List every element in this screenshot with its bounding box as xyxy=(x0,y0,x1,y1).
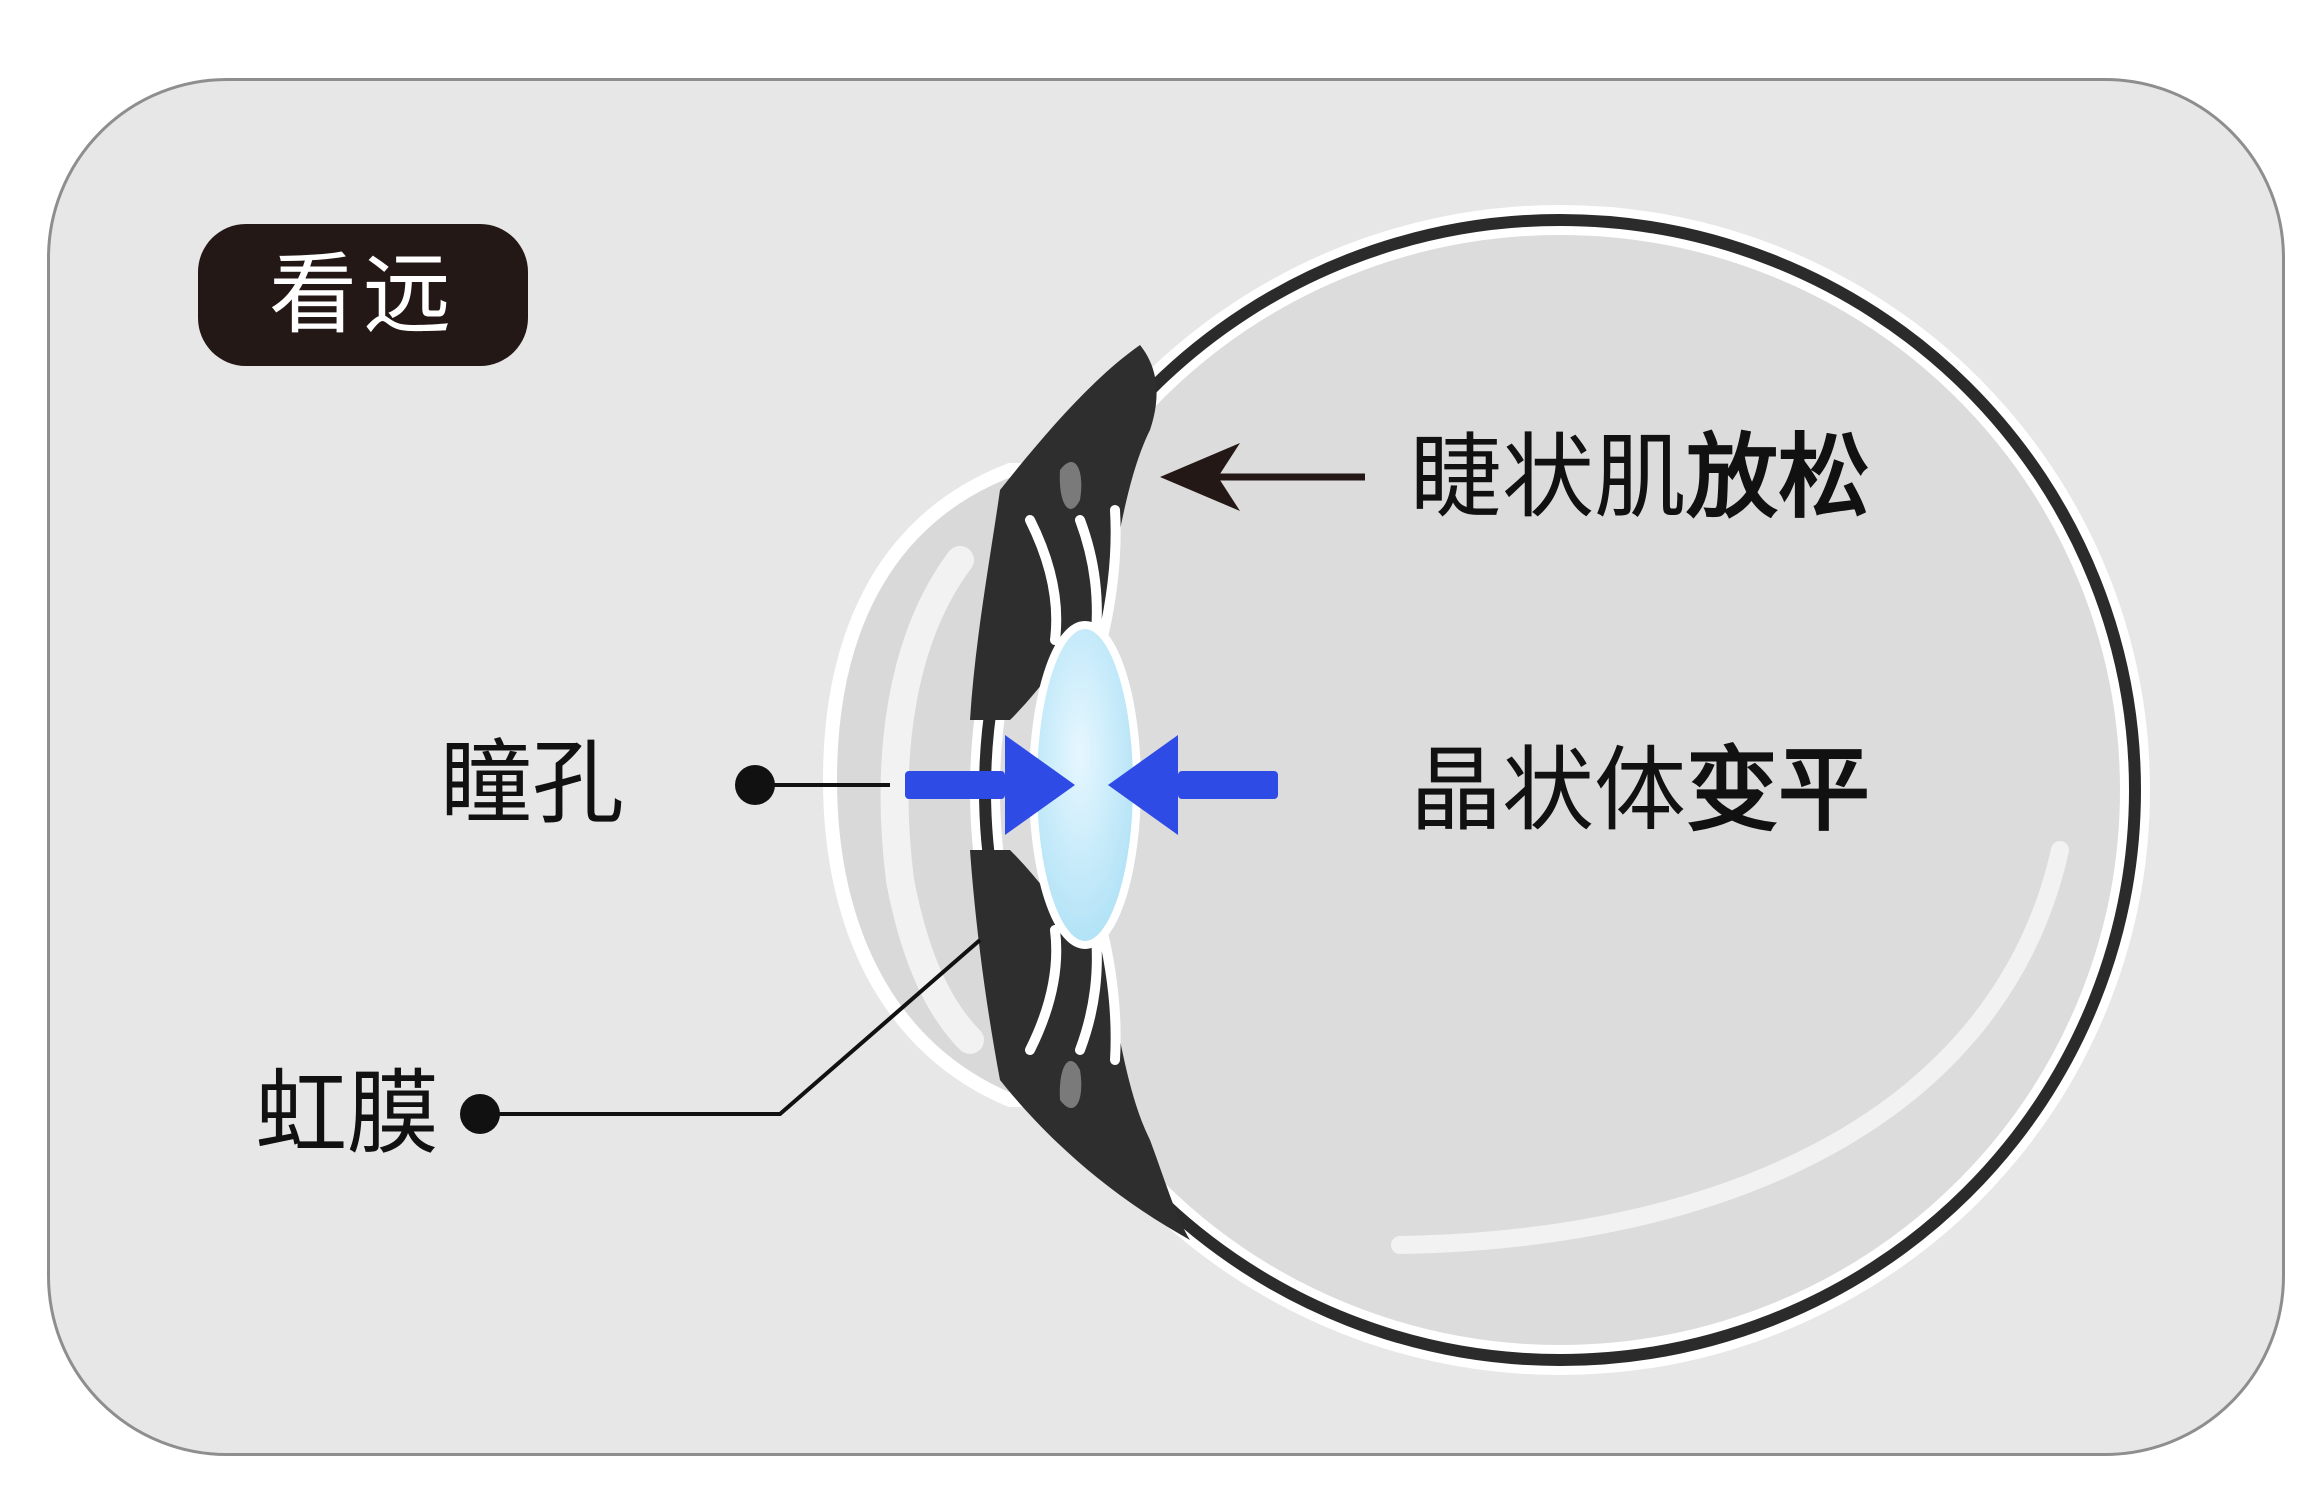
muscle-texture-upper xyxy=(1059,461,1082,509)
ciliary-muscle-upper xyxy=(970,345,1157,720)
iris-label: 虹膜 xyxy=(255,1060,440,1167)
cornea-highlight xyxy=(880,546,984,1054)
iris-leader-dot xyxy=(460,1094,500,1134)
ciliary-muscle-label-text: 睫状肌 xyxy=(1410,424,1687,531)
pupil-label: 瞳孔 xyxy=(440,730,625,837)
lens-arrow-right-shaft xyxy=(1178,771,1278,799)
ciliary-arrow-head xyxy=(1160,443,1240,511)
mode-badge: 看远 xyxy=(198,224,528,366)
lens-arrow-right-head xyxy=(1108,735,1178,835)
ciliary-muscle-label: 睫状肌放松 xyxy=(1410,432,1870,524)
pupil-leader-dot xyxy=(735,765,775,805)
lens-state: 变平 xyxy=(1686,737,1871,844)
muscle-texture-lower xyxy=(1059,1061,1082,1109)
eyeball-highlight xyxy=(1391,841,2069,1254)
ciliary-muscle-state: 放松 xyxy=(1686,424,1871,531)
lens-label: 晶状体变平 xyxy=(1410,745,1870,837)
lens-label-text: 晶状体 xyxy=(1410,737,1687,844)
lens-arrow-left-head xyxy=(1005,735,1075,835)
lens-arrow-left-shaft xyxy=(905,771,1005,799)
iris-leader-line xyxy=(480,938,982,1116)
